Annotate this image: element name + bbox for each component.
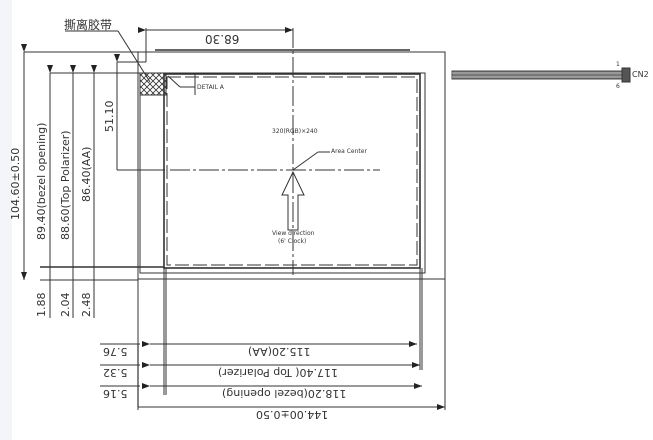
dim-polarizer-width: 117.40( Top Polarizer) xyxy=(218,366,339,379)
view-direction-arrow xyxy=(281,170,305,231)
page-margin xyxy=(0,0,12,440)
dim-margin-2-04: 2.04 xyxy=(59,292,72,318)
cn2-connector xyxy=(621,67,631,83)
dim-bezel-opening-height: 89.40(bezel opening) xyxy=(35,122,48,240)
peel-tape-area xyxy=(139,72,167,96)
dim-overall-height: 104.60±0.50 xyxy=(9,147,22,220)
dim-bezel-opening-width: 118.20(bezel opening) xyxy=(222,387,347,400)
dim-center-offset-vertical: 51.10 xyxy=(103,100,116,133)
dim-margin-5-16: 5.16 xyxy=(103,387,128,400)
dim-margin-2-48: 2.48 xyxy=(80,292,93,318)
view-direction-label: View direction xyxy=(272,230,315,237)
dim-top-center-offset: 68.30 xyxy=(205,32,240,46)
module-outline xyxy=(137,51,446,280)
connector-pin-1: 1 xyxy=(616,61,620,68)
peel-tape-label: 撕离胶带 xyxy=(64,18,113,32)
detail-a-label: DETAIL A xyxy=(197,84,224,91)
dim-polarizer-height: 88.60(Top Polarizer) xyxy=(59,130,72,240)
dim-margin-5-76: 5.76 xyxy=(103,345,128,358)
connector-pin-6: 6 xyxy=(616,83,620,90)
dim-overall-width: 144.00±0.50 xyxy=(256,408,329,421)
dim-margin-1-88: 1.88 xyxy=(35,292,48,318)
view-direction-sub: (6' Clock) xyxy=(278,238,307,245)
connector-label: CN2 xyxy=(632,70,649,79)
dim-aa-height: 86.40(AA) xyxy=(80,146,93,202)
dim-aa-width: 115.20(AA) xyxy=(248,345,311,358)
dim-margin-5-32: 5.32 xyxy=(103,366,128,379)
area-center-label: Area Center xyxy=(331,148,367,155)
resolution-label: 320(RGB)×240 xyxy=(272,128,318,135)
fpc-cable xyxy=(451,70,623,80)
